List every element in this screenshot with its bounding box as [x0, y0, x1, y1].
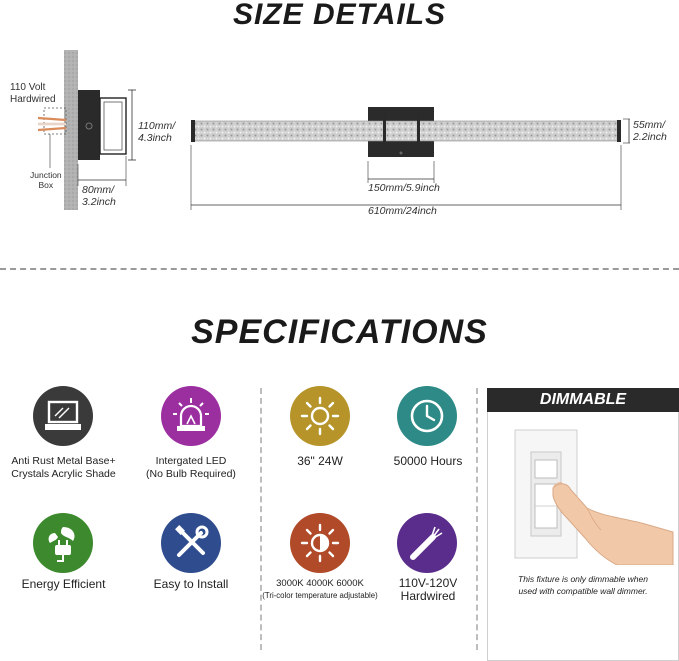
wattage-icon-circle: [290, 386, 350, 446]
side-depth-label: 80mm/ 3.2inch: [82, 184, 116, 208]
energy-icon-circle: [33, 513, 93, 573]
eco-plug-icon: [48, 527, 75, 562]
voltage-label: 110 Volt Hardwired: [10, 82, 56, 105]
spec-caption-wattage: 36" 24W: [297, 454, 343, 468]
crystal-tube: [192, 120, 620, 142]
fixture-side: [99, 97, 127, 155]
spec-caption-voltage: 110V-120V Hardwired: [398, 576, 458, 603]
color-temp-icon: [300, 523, 340, 563]
metal-base-icon-circle: [33, 386, 93, 446]
led-alarm-icon: [173, 398, 209, 431]
hand: [552, 483, 674, 565]
end-cap-left: [191, 120, 195, 142]
size-details-title: SIZE DETAILS: [232, 0, 447, 31]
section-divider: [0, 268, 679, 270]
side-view-diagram: [37, 50, 136, 210]
spec-caption-color-temp: 3000K 4000K 6000K (Tri-color temperature…: [262, 578, 378, 600]
base-width-label: 150mm/5.9inch: [368, 182, 440, 194]
spec-divider-left: [260, 388, 262, 650]
side-height-label: 110mm/ 4.3inch: [138, 120, 176, 144]
spec-caption-led: Intergated LED (No Bulb Required): [146, 455, 236, 480]
dimmable-header: DIMMABLE: [487, 388, 679, 412]
spec-divider-right: [476, 388, 478, 650]
clock-icon: [410, 399, 444, 433]
color-temp-icon-circle: [290, 513, 350, 573]
junction-box-label: Junction Box: [30, 170, 62, 190]
install-icon-circle: [161, 513, 221, 573]
total-length-label: 610mm/24inch: [368, 205, 437, 217]
end-cap-right: [617, 120, 621, 142]
lifetime-icon-circle: [397, 386, 457, 446]
voltage-icon-circle: [397, 513, 457, 573]
lamp-base-icon: [45, 400, 81, 430]
dimmer-slider: [534, 459, 558, 479]
tools-icon: [175, 525, 209, 557]
spec-caption-lifetime: 50000 Hours: [393, 454, 463, 468]
spec-caption-energy: Energy Efficient: [21, 577, 106, 591]
tube-height-label: 55mm/ 2.2inch: [633, 119, 667, 143]
dimmer-switch-illustration: [514, 429, 674, 565]
wall-mount-base: [78, 90, 100, 160]
led-icon-circle: [161, 386, 221, 446]
wire-icon: [410, 526, 443, 560]
dimmable-note: This fixture is only dimmable when used …: [518, 574, 648, 596]
sun-icon: [300, 396, 340, 436]
specifications-title: SPECIFICATIONS: [191, 313, 488, 351]
front-view-diagram: [190, 107, 630, 210]
spec-caption-install: Easy to Install: [153, 577, 229, 591]
spec-caption-metal-base: Anti Rust Metal Base+ Crystals Acrylic S…: [11, 455, 116, 480]
